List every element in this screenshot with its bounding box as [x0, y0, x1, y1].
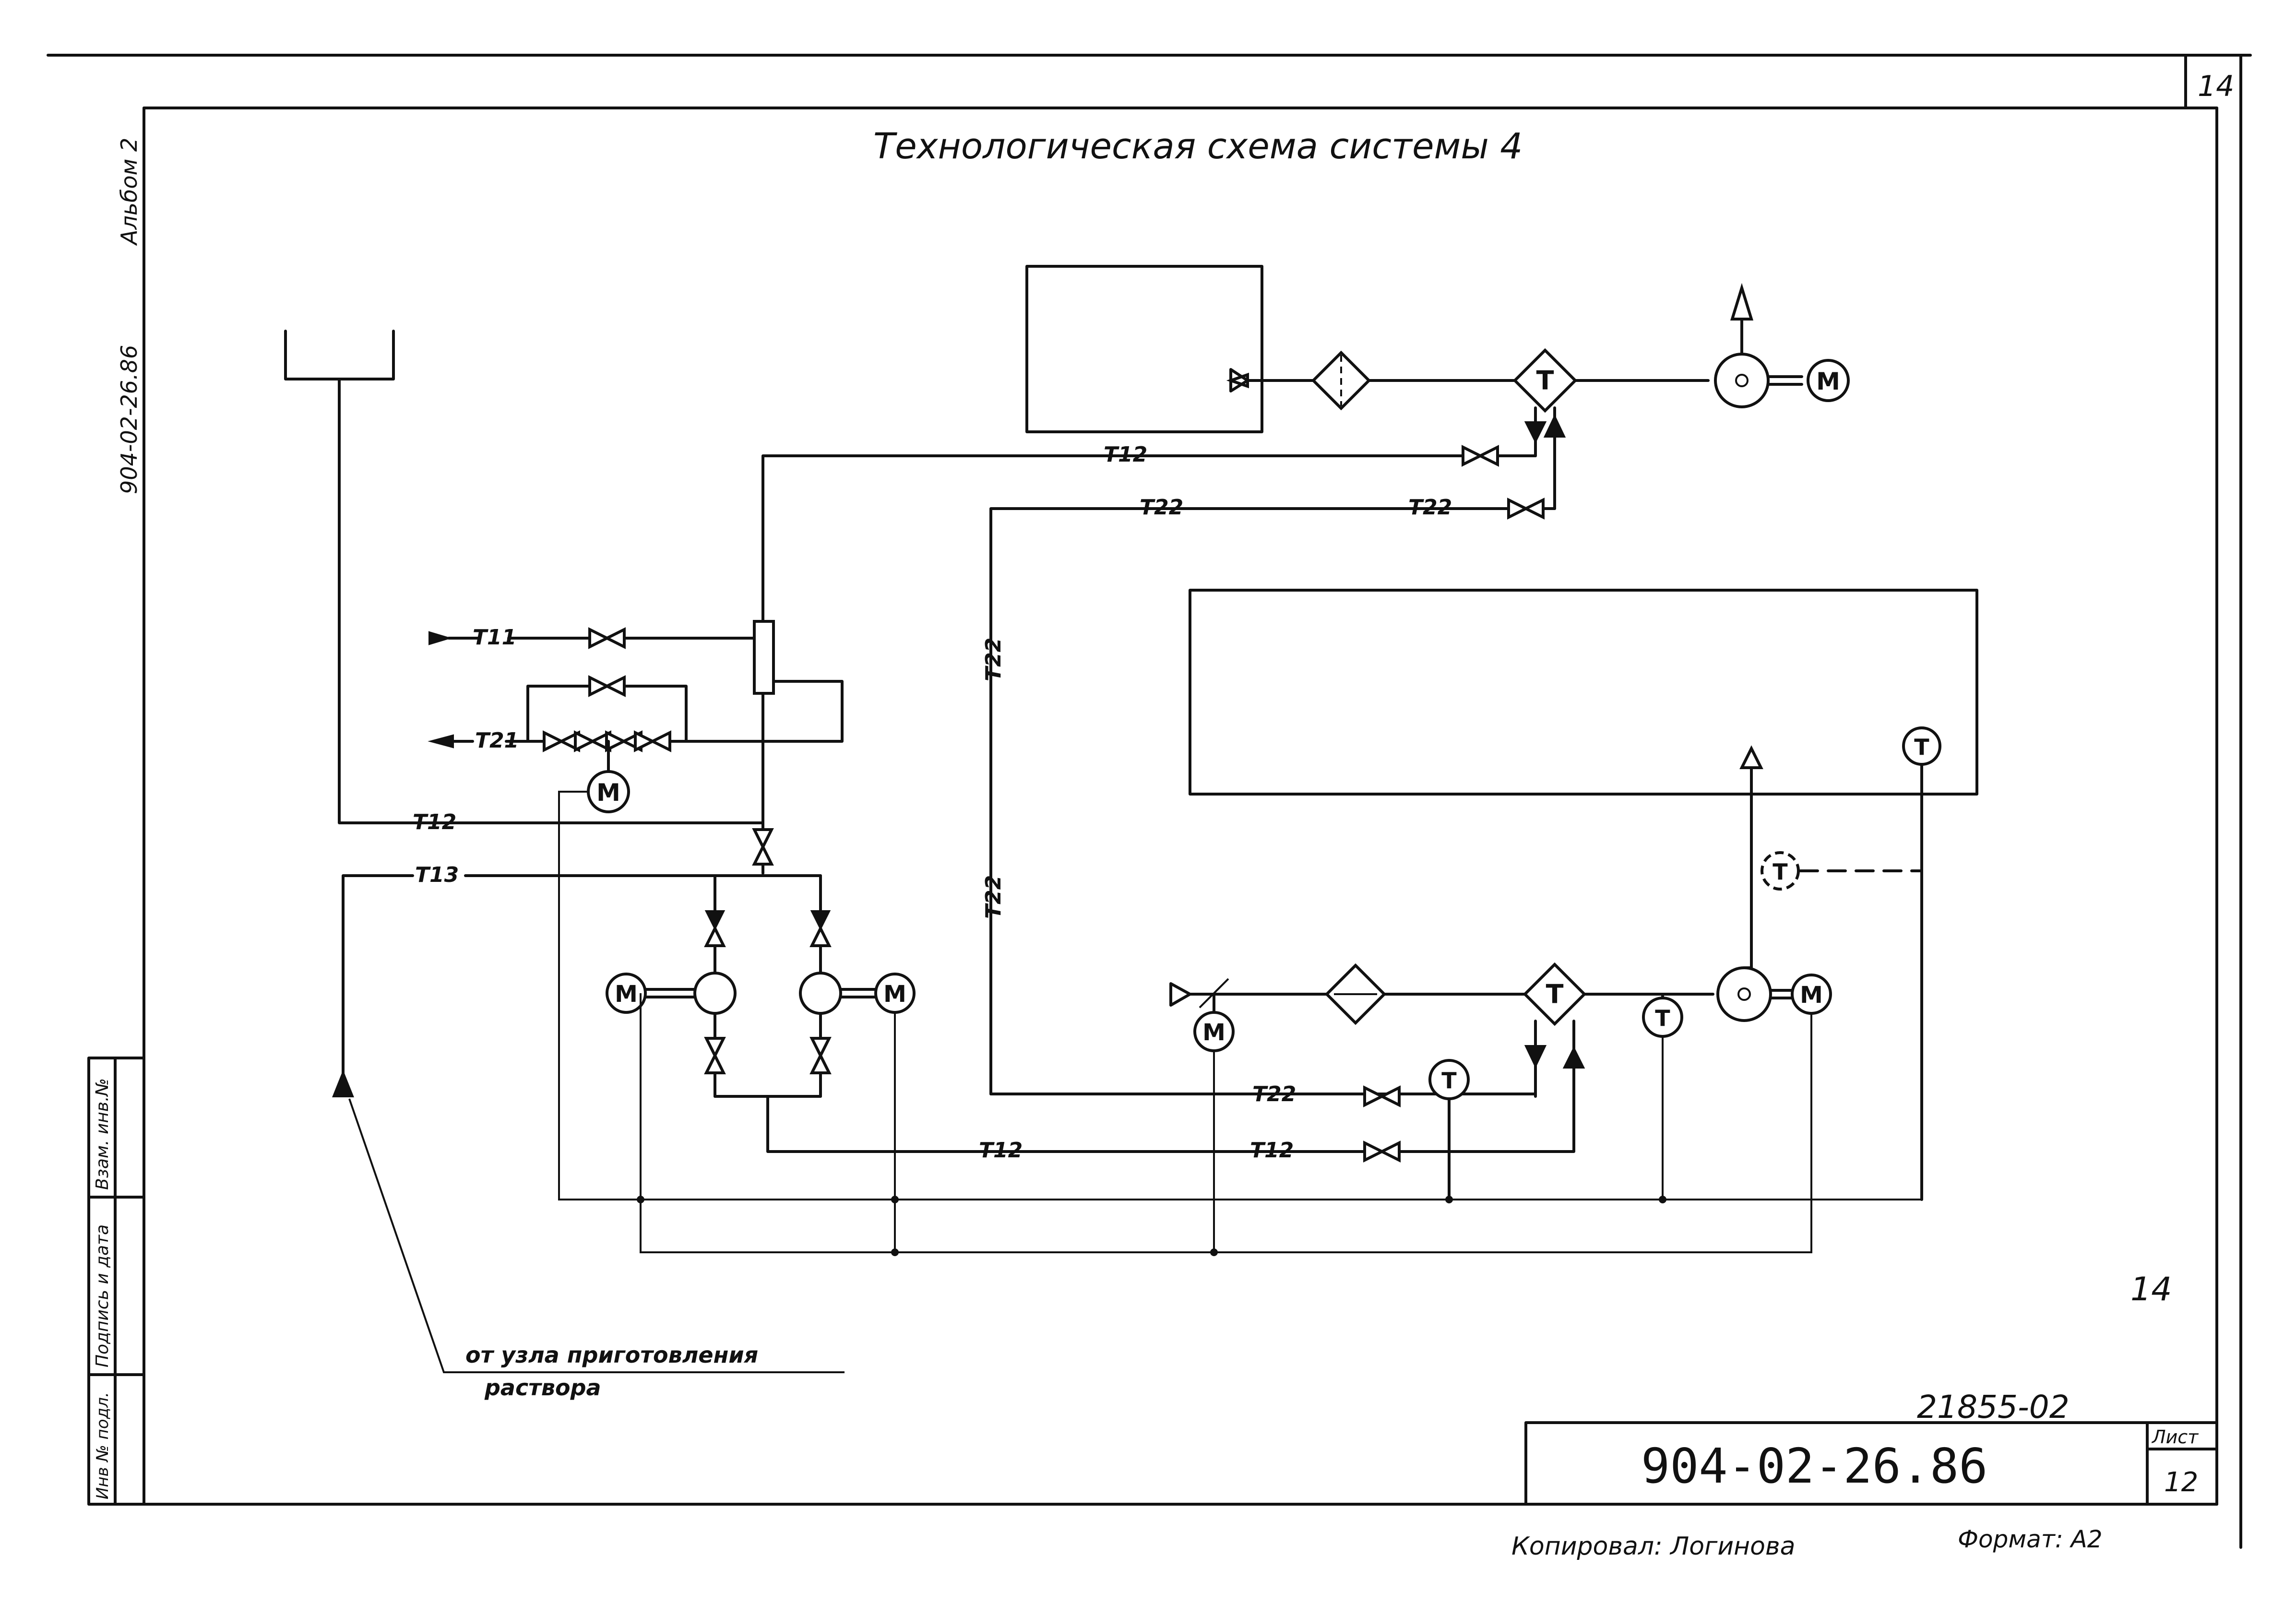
- motor-top-fan: [1807, 359, 1850, 402]
- svg-text:Т: Т: [1655, 1005, 1670, 1031]
- title-block-sheet-number: 12: [2164, 1467, 2198, 1498]
- svg-text:М: М: [596, 779, 620, 807]
- title-block: [1524, 1421, 2218, 1506]
- label-t13: Т13: [415, 863, 459, 887]
- footer-copied-by: Копировал: Логинова: [1511, 1532, 1796, 1561]
- side-project-code: 904-02-26.86: [116, 345, 142, 494]
- svg-text:М: М: [615, 981, 638, 1008]
- pipe-t22-top: [989, 500, 1556, 1095]
- pump-right: [799, 972, 842, 1015]
- label-t22-top-b: Т22: [1408, 495, 1452, 520]
- svg-text:Т: Т: [1914, 734, 1929, 760]
- svg-text:Т: Т: [1536, 366, 1554, 396]
- label-t22-vert-a: Т22: [981, 638, 1006, 681]
- heat-exchanger: [753, 620, 775, 695]
- pump-left: [693, 972, 737, 1015]
- svg-text:М: М: [883, 981, 906, 1008]
- svg-text:Т: Т: [1773, 859, 1788, 885]
- svg-text:М: М: [1816, 368, 1840, 395]
- motor-valve-t21: [587, 770, 630, 813]
- control-cables: [558, 791, 1922, 1256]
- top-air-unit: Т М: [1025, 265, 1850, 510]
- thermo-controller: [1761, 851, 1800, 891]
- title-block-sheet-label: Лист: [2151, 1426, 2199, 1448]
- note-line2: раствора: [484, 1375, 601, 1401]
- left-tank-and-node: М: [284, 330, 844, 875]
- label-t22-vert-b: Т22: [981, 875, 1006, 919]
- inventory-number: 21855-02: [1917, 1389, 2070, 1426]
- album-label: Альбом 2: [116, 138, 142, 246]
- label-t22-top-a: Т22: [1140, 495, 1183, 520]
- sheet-corner-number: 14: [2198, 70, 2234, 103]
- fan-top: [1714, 353, 1770, 408]
- room-top: [1025, 265, 1263, 433]
- note-line1: от узла приготовления: [465, 1342, 758, 1368]
- label-t21: Т21: [475, 728, 519, 753]
- motor-pump-left: [606, 973, 647, 1014]
- label-t11: Т11: [473, 625, 516, 650]
- left-stamp: [87, 1057, 145, 1506]
- svg-text:М: М: [1202, 1019, 1225, 1046]
- stamp-inv-podl: Инв № подл.: [93, 1392, 112, 1499]
- pipe-t12-top: [761, 447, 1537, 625]
- heater-top: [1512, 348, 1578, 413]
- label-t12-left: Т12: [413, 810, 456, 834]
- svg-text:Т: Т: [1546, 979, 1564, 1010]
- room-bottom: [1189, 589, 1978, 796]
- label-t12-bottom-a: Т12: [979, 1138, 1023, 1163]
- stamp-vzam-inv: Взам. инв.№: [93, 1078, 112, 1190]
- drawing-title: Технологическая схема системы 4: [873, 126, 1523, 167]
- handwritten-mark: 14: [2130, 1271, 2172, 1308]
- label-t22-bottom: Т22: [1252, 1082, 1296, 1106]
- sheet-frame: [47, 54, 2252, 1549]
- heater-bottom: [1523, 962, 1587, 1026]
- svg-text:М: М: [1800, 982, 1823, 1009]
- fan-bottom: [1716, 966, 1772, 1022]
- title-block-designation: 904-02-26.86: [1641, 1438, 1987, 1494]
- bottom-air-unit: Т М Т Т М Т: [989, 589, 1978, 1201]
- svg-text:Т: Т: [1441, 1068, 1457, 1093]
- label-t12-bottom-b: Т12: [1250, 1138, 1294, 1163]
- footer-format: Формат: А2: [1958, 1525, 2103, 1553]
- pump-station: М М: [332, 874, 1575, 1160]
- note-leader: [348, 1098, 845, 1373]
- stamp-podpis-data: Подпись и дата: [93, 1224, 112, 1367]
- label-t12-top: Т12: [1104, 442, 1147, 467]
